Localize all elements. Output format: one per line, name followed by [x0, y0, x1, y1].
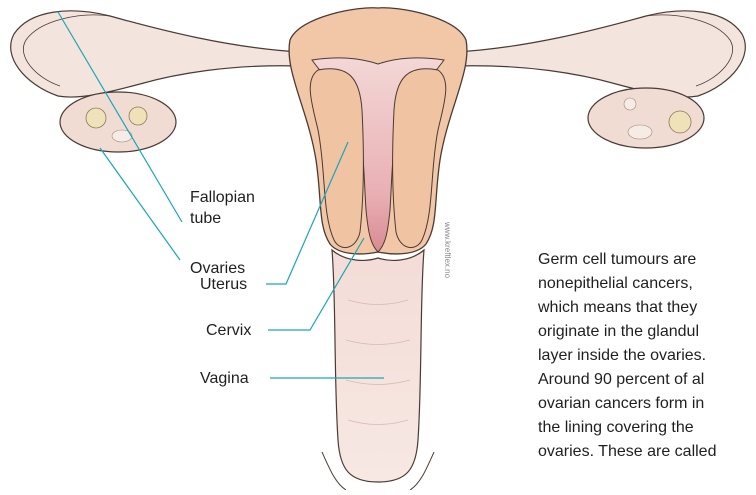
credit-watermark: www.kreftlex.no — [443, 222, 452, 278]
description-text: Germ cell tumours are nonepithelial canc… — [538, 248, 756, 464]
left-ovary — [60, 92, 176, 152]
description-line: ovarian cancers form in — [538, 392, 756, 416]
description-line: which means that they — [538, 296, 756, 320]
description-line: Germ cell tumours are — [538, 248, 756, 272]
description-line: Around 90 percent of al — [538, 368, 756, 392]
description-line: originate in the glandul — [538, 320, 756, 344]
description-line: the lining covering the — [538, 416, 756, 440]
vagina-label: Vagina — [200, 368, 249, 389]
fallopian-tube-label: Fallopian tube — [190, 187, 255, 229]
fallopian-tube-label-line2: tube — [190, 208, 255, 229]
vagina — [332, 250, 424, 482]
description-line: layer inside the ovaries. — [538, 344, 756, 368]
description-line: ovaries. These are called — [538, 440, 756, 464]
cervix-label: Cervix — [206, 320, 251, 341]
description-line: nonepithelial cancers, — [538, 272, 756, 296]
uterus-label: Uterus — [200, 274, 247, 295]
ovaries-leader — [100, 148, 180, 260]
fallopian-tube-label-line1: Fallopian — [190, 187, 255, 208]
